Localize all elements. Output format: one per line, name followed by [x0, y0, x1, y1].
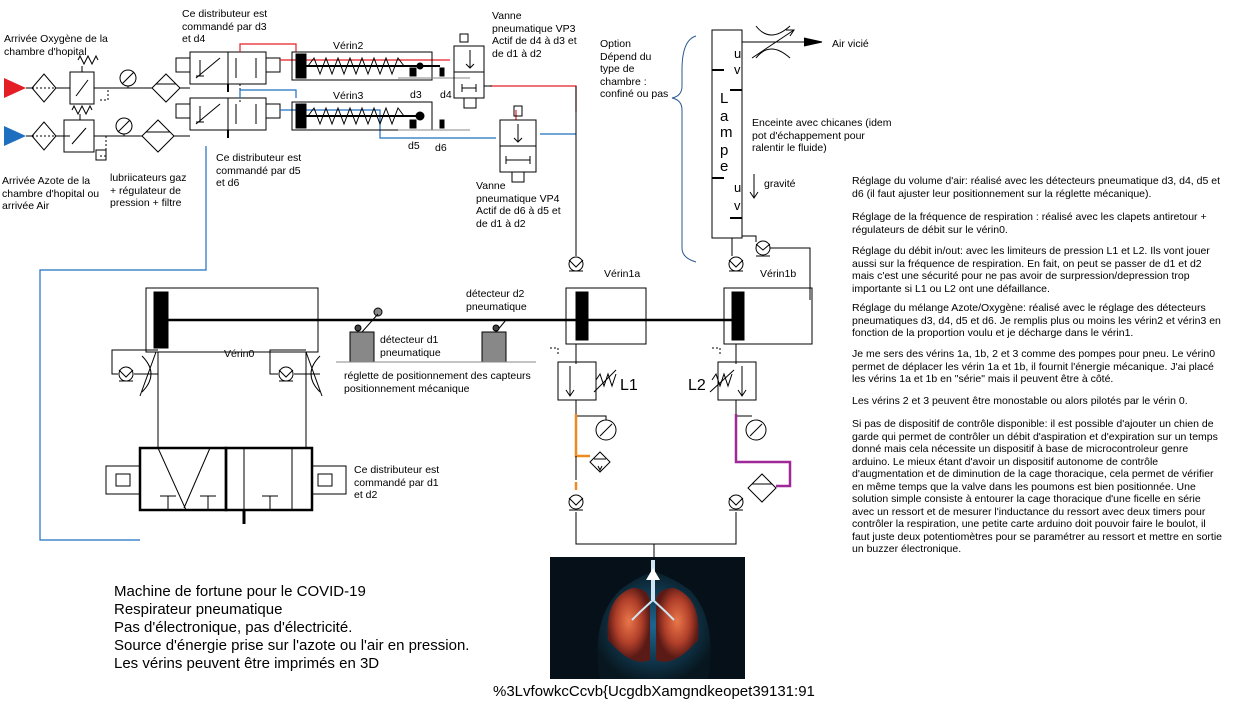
d4-label: d4	[440, 89, 452, 101]
lamp-letter-5: m	[720, 124, 733, 141]
verin1a-lower	[568, 451, 654, 545]
verin3-label: Vérin3	[333, 90, 364, 102]
option-brace	[671, 35, 697, 263]
distributor-d5-d6	[175, 97, 281, 138]
lamp-letter-8: u	[734, 180, 742, 195]
lamp-letter-6: p	[720, 142, 729, 159]
d3-label: d3	[410, 89, 422, 101]
lamp-letter-7: e	[720, 158, 729, 175]
lamp-letter-3: L	[720, 90, 729, 107]
footer-code: %3LvfowkcCcvb{UcgdbXamgndkeopet39131:91	[493, 683, 815, 700]
lungs-image	[550, 557, 745, 679]
note-monostable: Les vérins 2 et 3 peuvent être monostabl…	[852, 395, 1188, 407]
lamp-letter-2: v	[734, 62, 741, 77]
azote-inlet-label: Arrivée Azote de la chambre d'hopital ou…	[2, 175, 100, 212]
azote-lines	[39, 89, 576, 541]
oxygen-inlet-arrow	[4, 78, 32, 98]
note-volume: Réglage du volume d'air: réalisé avec le…	[852, 175, 1220, 200]
verin1b-label: Vérin1b	[760, 268, 797, 280]
lower-treatment-chain	[31, 104, 190, 161]
option-label: Option Dépend du type de chambre : confi…	[600, 38, 669, 100]
enceinte-box	[711, 25, 823, 300]
distributor-d3-d4-label: Ce distributeur est commandé par d3 et d…	[182, 8, 268, 45]
azote-inlet-arrow	[4, 126, 32, 146]
d6-label: d6	[435, 142, 447, 154]
distributor-d1-d2	[105, 446, 347, 524]
verin0-cylinder	[111, 287, 738, 448]
rod-detectors	[336, 307, 536, 363]
orange-line	[574, 414, 590, 490]
vp3-label: Vanne pneumatique VP3 Actif de d4 à d3 e…	[492, 10, 577, 60]
gravite-label: gravité	[764, 178, 796, 190]
verin1b-cylinder	[654, 256, 813, 545]
verin2-label: Vérin2	[333, 40, 364, 52]
oxygen-inlet-label: Arrivée Oxygène de la chambre d'hopital	[4, 33, 108, 58]
verin2-cylinder	[291, 51, 470, 81]
verin1a-label: Vérin1a	[604, 268, 641, 280]
vp4-label: Vanne pneumatique VP4 Actif de d6 à d5 e…	[476, 180, 561, 230]
d5-label: d5	[408, 140, 420, 152]
lamp-letter-9: v	[734, 198, 741, 213]
l2-label: L2	[688, 377, 706, 394]
reglette-label: réglette de positionnement des capteurs …	[344, 370, 531, 395]
lubricators-label: lubriicateurs gaz + régulateur de pressi…	[110, 172, 187, 209]
caption-line: Respirateur pneumatique	[114, 601, 283, 618]
verin3-cylinder	[291, 101, 470, 131]
lamp-letter-4: a	[720, 108, 729, 125]
verin1a-cylinder	[550, 86, 647, 441]
caption-line: Machine de fortune pour le COVID-19	[114, 583, 366, 600]
detector-d2-label: détecteur d2 pneumatique	[466, 288, 527, 313]
note-pumps: Je me sers des vérins 1a, 1b, 2 et 3 com…	[852, 348, 1216, 385]
note-frequency: Réglage de la fréquence de respiration :…	[852, 211, 1207, 236]
distributor-d1-d2-label: Ce distributeur est commandé par d1 et d…	[354, 464, 440, 501]
caption-block: Machine de fortune pour le COVID-19 Resp…	[114, 583, 469, 673]
note-control: Si pas de dispositif de contrôle disponi…	[852, 418, 1223, 555]
lamp-letter-1: u	[734, 46, 742, 61]
caption-line: Pas d'électronique, pas d'électricité.	[114, 619, 353, 636]
note-mix: Réglage du mélange Azote/Oxygène: réalis…	[852, 302, 1221, 339]
verin0-label: Vérin0	[224, 348, 255, 360]
caption-line: Source d'énergie prise sur l'azote ou l'…	[114, 637, 470, 654]
distributor-d5-d6-label: Ce distributeur est commandé par d5 et d…	[216, 152, 302, 189]
air-vicie-label: Air vicié	[832, 38, 869, 50]
valve-vp4	[499, 105, 537, 183]
enceinte-label: Enceinte avec chicanes (idem pot d'échap…	[752, 117, 892, 154]
note-flow: Réglage du débit in/out: avec les limite…	[852, 245, 1210, 295]
caption-line: Les vérins peuvent être imprimés en 3D	[114, 655, 380, 672]
upper-treatment-chain	[31, 54, 190, 105]
l1-label: L1	[620, 377, 638, 394]
distributor-d3-d4	[175, 51, 281, 104]
purple-line	[734, 414, 792, 488]
valve-vp3	[453, 33, 492, 109]
detector-d1-label: détecteur d1 pneumatique	[380, 334, 441, 359]
